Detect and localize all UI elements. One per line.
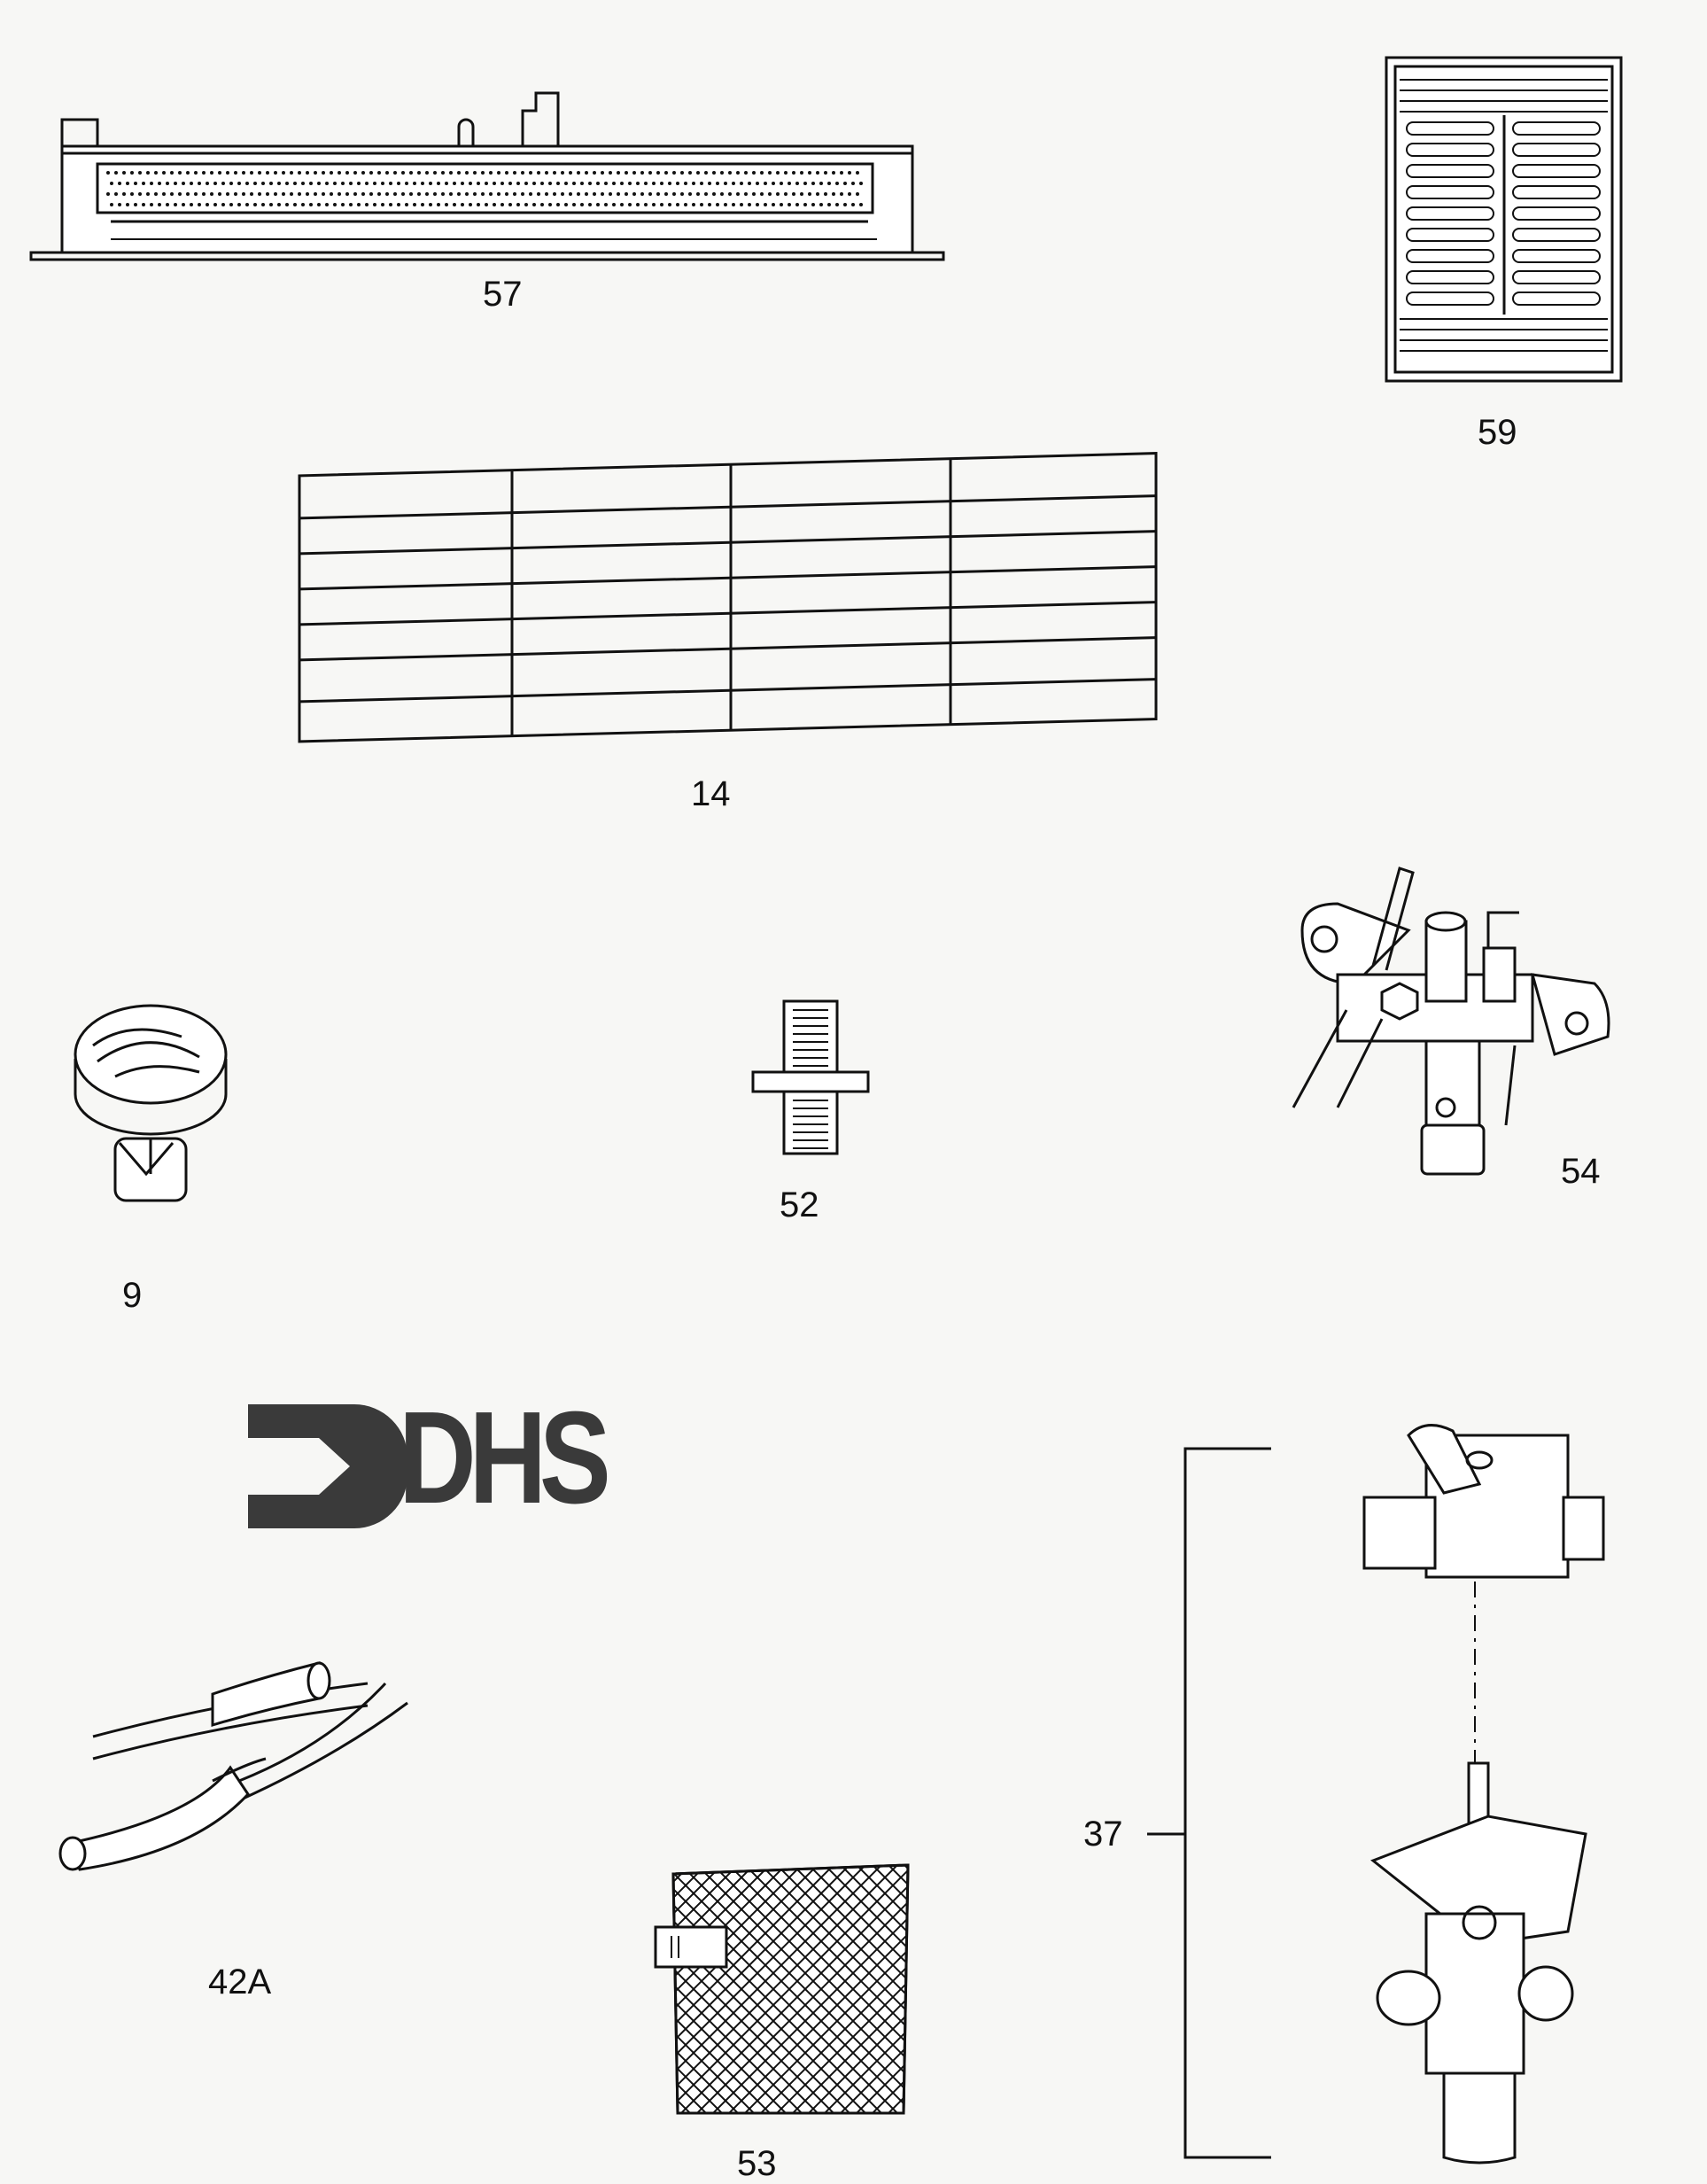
part-label-57: 57	[483, 275, 523, 314]
knob-drawing	[74, 1004, 228, 1202]
valve-drawing	[1362, 1424, 1605, 2165]
burner-perforations	[106, 171, 863, 206]
table-drawing	[298, 452, 1158, 743]
logo-arrow-icon	[248, 1404, 407, 1528]
part-label-59: 59	[1478, 413, 1517, 452]
fitting-drawing	[751, 999, 870, 1155]
part-label-53: 53	[737, 2144, 777, 2183]
part-label-37: 37	[1083, 1815, 1123, 1854]
screen-drawing	[654, 1863, 910, 2115]
valve-bracket	[1147, 1447, 1271, 2159]
burner-drawing	[29, 91, 945, 261]
grille-drawing	[1385, 56, 1623, 383]
logo-text: DHS	[399, 1385, 611, 1531]
part-label-9: 9	[122, 1276, 143, 1315]
part-label-52: 52	[780, 1185, 819, 1224]
part-label-42a: 42A	[208, 1962, 272, 2001]
part-label-54: 54	[1561, 1152, 1601, 1191]
pilot-assembly-drawing	[1292, 867, 1610, 1176]
tubing-drawing	[58, 1661, 408, 1871]
dhs-logo: DHS	[248, 1393, 616, 1533]
part-label-14: 14	[691, 774, 731, 813]
